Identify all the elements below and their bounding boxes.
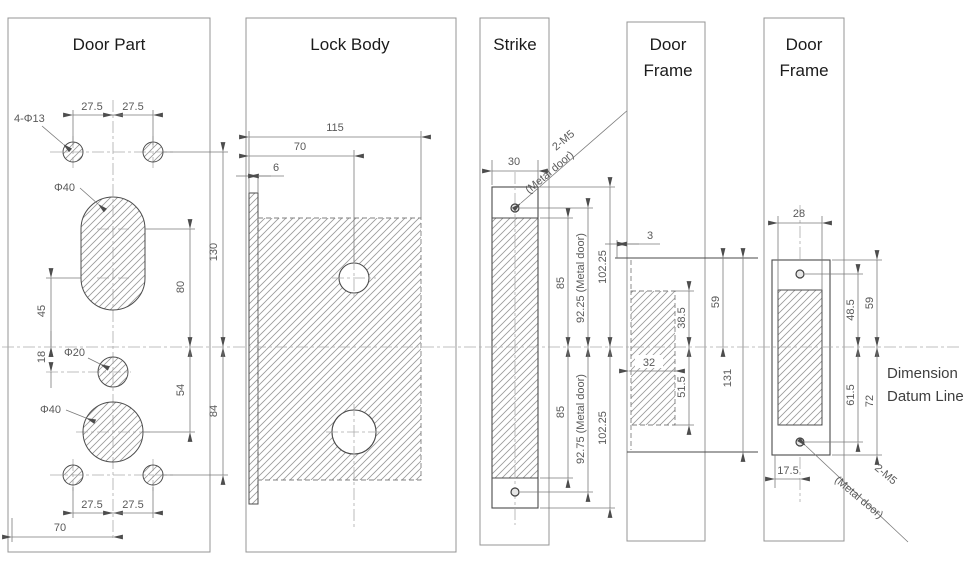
- dim-59-left-frame: 59: [710, 296, 722, 308]
- dim-70: 70: [54, 522, 66, 534]
- datum-label-line-1: Dimension: [887, 365, 958, 382]
- dim-84: 84: [208, 405, 220, 417]
- dim-30: 30: [508, 156, 520, 168]
- frame-screw-hole-top: [795, 269, 805, 279]
- dim-32-backing: [635, 355, 663, 368]
- dim-38-5: 38.5: [676, 307, 688, 328]
- frame-callout-2m5: 2-M5: [872, 462, 899, 487]
- dim-61-5: 61.5: [845, 384, 857, 405]
- dim-45: 45: [36, 305, 48, 317]
- dim-70-lock: 70: [294, 141, 306, 153]
- dim-102-25-top: 102.25: [597, 250, 609, 284]
- dim-54: 54: [175, 384, 187, 396]
- dim-17-5: 17.5: [777, 465, 798, 477]
- dim-48-5: 48.5: [845, 299, 857, 320]
- dim-18: 18: [36, 351, 48, 363]
- dim-27-5-top-right: 27.5: [122, 101, 143, 113]
- hole-phi40: [82, 401, 144, 463]
- dim-92-75: 92.75 (Metal door): [575, 374, 587, 464]
- dim-28: 28: [793, 208, 805, 220]
- door-frame-left-title-2: Frame: [643, 61, 692, 80]
- door-frame-left-title-1: Door: [650, 35, 687, 54]
- dim-3: 3: [647, 230, 653, 242]
- door-part-holes: [62, 141, 164, 486]
- dim-27-5-bottom-right: 27.5: [122, 499, 143, 511]
- strike-callout-2m5: 2-M5: [550, 128, 577, 153]
- dim-27-5-bottom-left: 27.5: [81, 499, 102, 511]
- mount-hole-bottom-left: [62, 464, 84, 486]
- dim-130: 130: [208, 243, 220, 261]
- dim-115: 115: [326, 122, 344, 134]
- door-frame-right-title-1: Door: [786, 35, 823, 54]
- dim-131: 131: [722, 369, 734, 387]
- panel-lock-body: Lock Body 115 70 6: [236, 17, 457, 553]
- datum-label: Dimension Datum Line: [887, 365, 964, 405]
- lock-faceplate: [248, 192, 259, 505]
- lock-body-title: Lock Body: [310, 35, 390, 54]
- frame-screw-hole-bottom: [795, 437, 805, 447]
- dim-27-5-top-left: 27.5: [81, 101, 102, 113]
- panel-door-part: Door Part: [2, 17, 228, 553]
- frame-strike-cutout: [777, 289, 823, 426]
- callout-phi20: Φ20: [64, 347, 85, 359]
- lock-body-dimensions: 115 70 6: [236, 122, 431, 262]
- frame-callout-leader: [797, 437, 909, 543]
- dim-102-25-bottom: 102.25: [597, 411, 609, 445]
- panel-door-frame-right: Door Frame 28 48.5 59 61.5: [763, 17, 909, 543]
- panel-door-frame-left: Door Frame 3 32 38.5 51.5 59: [605, 21, 758, 542]
- lock-body-centerlines: [326, 258, 382, 530]
- door-frame-right-title-2: Frame: [779, 61, 828, 80]
- door-part-dimensions: 27.5 27.5 4-Φ13 Φ40 130 80 45 18: [2, 101, 228, 542]
- dim-72: 72: [864, 395, 876, 407]
- callout-phi40-hole: Φ40: [40, 404, 61, 416]
- screw-hole-top: [510, 203, 520, 213]
- mount-hole-bottom-right: [142, 464, 164, 486]
- dim-85-top: 85: [555, 277, 567, 289]
- dim-85-bottom: 85: [555, 406, 567, 418]
- keyhole-slot-phi40: [80, 196, 146, 311]
- door-frame-left-outline: [626, 21, 706, 542]
- callout-phi40-oval: Φ40: [54, 182, 75, 194]
- dim-51-5: 51.5: [676, 376, 688, 397]
- strike-title: Strike: [493, 35, 536, 54]
- datum-label-line-2: Datum Line: [887, 388, 964, 405]
- hole-phi20: [97, 356, 129, 388]
- callout-4-phi13: 4-Φ13: [14, 113, 45, 125]
- dim-92-25: 92.25 (Metal door): [575, 233, 587, 323]
- dim-6: 6: [273, 162, 279, 174]
- dim-80: 80: [175, 281, 187, 293]
- dim-32: 32: [643, 357, 655, 369]
- dim-59-right-frame: 59: [864, 297, 876, 309]
- door-part-title: Door Part: [73, 35, 146, 54]
- strike-callout-leader: [511, 108, 630, 212]
- door-frame-left-dimensions: 3 32 38.5 51.5 59 131: [605, 230, 746, 462]
- panel-strike: Strike 30 2-M5 (Metal door) 85: [479, 17, 630, 546]
- screw-hole-bottom: [510, 487, 520, 497]
